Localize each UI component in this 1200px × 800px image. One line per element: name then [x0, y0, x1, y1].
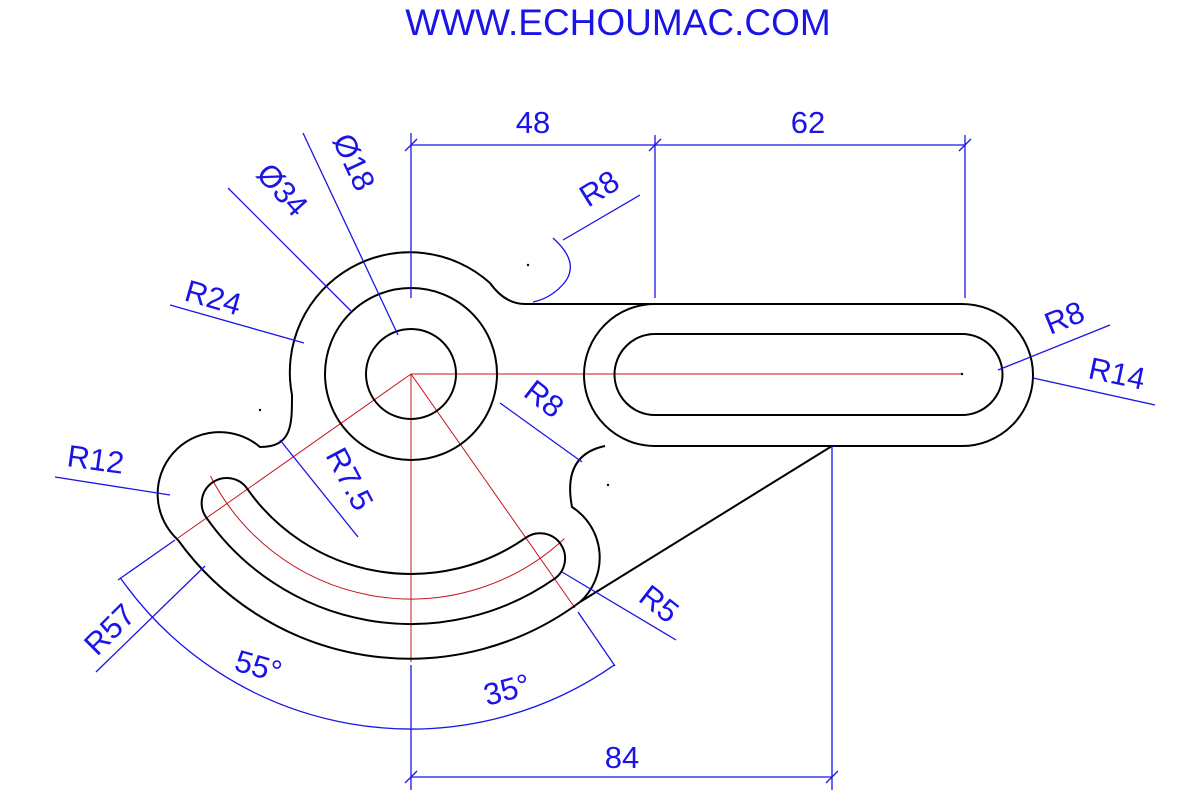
dimension-lines — [54, 132, 1156, 790]
dim-62: 62 — [791, 105, 825, 140]
hole-dia18 — [365, 328, 457, 420]
dimension-labels: 48 62 84 R8 Ø18 Ø34 R24 R12 R7.5 R8 R8 R… — [65, 105, 1148, 775]
dim-r8-top: R8 — [573, 163, 625, 214]
centerline-55deg — [177, 373, 412, 539]
dim-dia34: Ø34 — [250, 156, 315, 223]
top-fillet — [489, 282, 655, 305]
part-outline — [156, 251, 1034, 660]
center-dots — [258, 263, 964, 487]
centerlines — [177, 373, 962, 662]
dim-r12: R12 — [65, 438, 126, 481]
dim-angle-55: 55° — [231, 643, 286, 690]
body-outline-left — [156, 251, 581, 660]
dim-r24: R24 — [181, 273, 245, 322]
dim-r8-right: R8 — [1040, 294, 1090, 341]
page-title: WWW.ECHOUMAC.COM — [405, 2, 830, 43]
dim-r57: R57 — [77, 597, 142, 662]
dim-r8-mid: R8 — [518, 373, 571, 425]
dim-r7-5: R7.5 — [319, 442, 381, 516]
centerline-35deg — [410, 373, 576, 609]
body-outline-right — [569, 445, 833, 603]
dim-dia18: Ø18 — [326, 128, 382, 196]
dim-48: 48 — [516, 105, 550, 140]
dim-84: 84 — [605, 740, 639, 775]
arc-slot — [200, 477, 567, 625]
slot-center-arc — [210, 475, 565, 600]
dim-angle-35: 35° — [480, 667, 534, 713]
slot-inner-r8 — [613, 333, 1004, 416]
dim-r14: R14 — [1086, 351, 1149, 397]
slot-outer-r14 — [583, 303, 1034, 447]
angle-dim-arc — [119, 577, 615, 730]
dim-r5: R5 — [633, 578, 686, 630]
